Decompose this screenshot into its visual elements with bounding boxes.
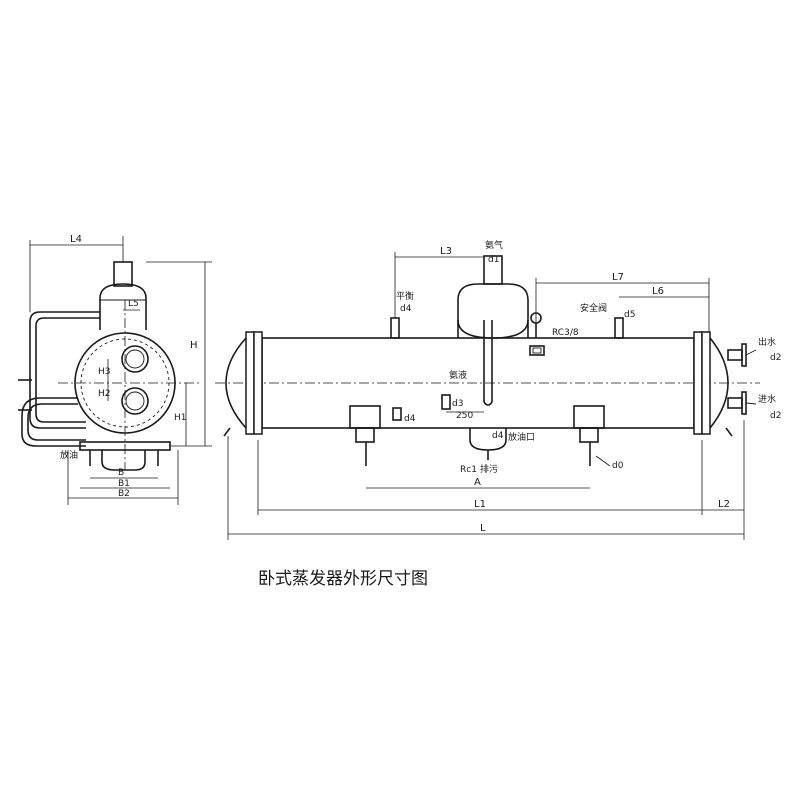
front-separator-bottom <box>457 319 529 339</box>
label-d4-mid: d4 <box>404 414 416 424</box>
side-pipe-lower <box>21 397 86 447</box>
front-water-out-flange <box>741 343 747 367</box>
dim-a-label: A <box>474 477 481 488</box>
front-sight-glass <box>529 345 545 356</box>
label-water-in: 进水 <box>758 393 776 405</box>
side-drum <box>99 283 147 330</box>
label-rc38: RC3/8 <box>552 328 579 338</box>
front-right-flange-2 <box>701 331 711 435</box>
dim-b-label: B <box>118 468 124 478</box>
dim-h1-label: H1 <box>174 413 187 423</box>
front-separator-drum <box>457 283 529 338</box>
label-d1: d1 <box>488 255 499 265</box>
label-ammonia-gas: 氨气 <box>485 239 503 251</box>
side-pipe-lower-inner <box>27 403 86 441</box>
dim-l2-label: L2 <box>718 499 730 510</box>
dim-b2-label: B2 <box>118 489 130 499</box>
dim-l4-label: L4 <box>70 234 82 245</box>
dim-l3-label: L3 <box>440 246 452 257</box>
front-saddle-left-base <box>355 427 375 443</box>
front-sight-glass-inner <box>532 347 542 354</box>
side-oil-pot <box>101 450 146 471</box>
label-d5: d5 <box>624 310 635 320</box>
side-tube-upper <box>121 345 149 373</box>
leader-d0 <box>595 455 611 467</box>
front-left-flange-1 <box>245 331 255 435</box>
dim-250-label: 250 <box>456 411 473 421</box>
label-rc1: Rc1 <box>460 465 477 475</box>
leader-water-in <box>745 402 757 405</box>
front-saddle-right-base <box>579 427 599 443</box>
dim-b1-label: B1 <box>118 479 130 489</box>
dim-l7-label: L7 <box>612 272 624 283</box>
side-pipe-upper <box>29 311 100 429</box>
front-right-flange-1 <box>693 331 703 435</box>
side-tube-upper-inner <box>125 349 145 369</box>
dim-l1-label: L1 <box>474 499 486 510</box>
front-water-out-nozzle <box>727 349 743 361</box>
side-tube-lower <box>121 387 149 415</box>
label-d-bottom: d4 <box>492 431 504 441</box>
label-d2-out: d2 <box>770 353 781 363</box>
dim-h3-label: H3 <box>98 367 111 377</box>
front-liquid-inlet <box>441 394 451 410</box>
label-oil-port: 放油口 <box>508 431 535 443</box>
label-d3: d3 <box>452 399 463 409</box>
front-left-head <box>225 337 247 429</box>
label-water-out: 出水 <box>758 336 776 348</box>
front-right-foot <box>725 427 733 437</box>
front-left-foot <box>223 427 231 437</box>
label-d0: d0 <box>612 461 624 471</box>
label-d4-top: d4 <box>400 304 412 314</box>
leader-water-out <box>745 349 757 356</box>
label-ammonia-liquid: 氨液 <box>449 369 467 381</box>
dim-h2-label: H2 <box>98 389 111 399</box>
side-top-nozzle <box>113 261 133 287</box>
side-pipe-upper-inner <box>35 317 100 423</box>
front-left-flange-2 <box>253 331 263 435</box>
front-saddle-right <box>573 405 605 429</box>
dim-l-label: L <box>480 523 486 534</box>
front-saddle-left <box>349 405 381 429</box>
front-balance-nozzle <box>390 317 400 339</box>
dim-l6-label: L6 <box>652 286 664 297</box>
front-right-head <box>709 337 729 429</box>
front-water-in-nozzle <box>727 397 743 409</box>
label-balance: 平衡 <box>396 290 414 302</box>
label-safety-valve: 安全阀 <box>580 302 607 314</box>
front-d4-mid-nozzle <box>392 407 402 421</box>
dim-h-label: H <box>190 340 198 351</box>
figure-title: 卧式蒸发器外形尺寸图 <box>258 569 428 589</box>
side-oil-drain-label: 放油 <box>60 449 78 461</box>
front-view: 出水 d2 进水 d2 氨气 d1 L3 平衡 d4 L7 L6 安全阀 d5 <box>215 239 781 540</box>
front-downcomer-end <box>483 401 493 406</box>
front-water-in-flange <box>741 391 747 415</box>
dim-l5-label: L5 <box>128 299 139 309</box>
side-view: L4 L5 H H1 H3 H2 放油 B B1 B2 <box>18 234 212 505</box>
front-safety-nozzle <box>614 317 624 339</box>
side-tube-lower-inner <box>125 391 145 411</box>
label-drain: 排污 <box>480 463 498 475</box>
label-d2-in: d2 <box>770 411 781 421</box>
